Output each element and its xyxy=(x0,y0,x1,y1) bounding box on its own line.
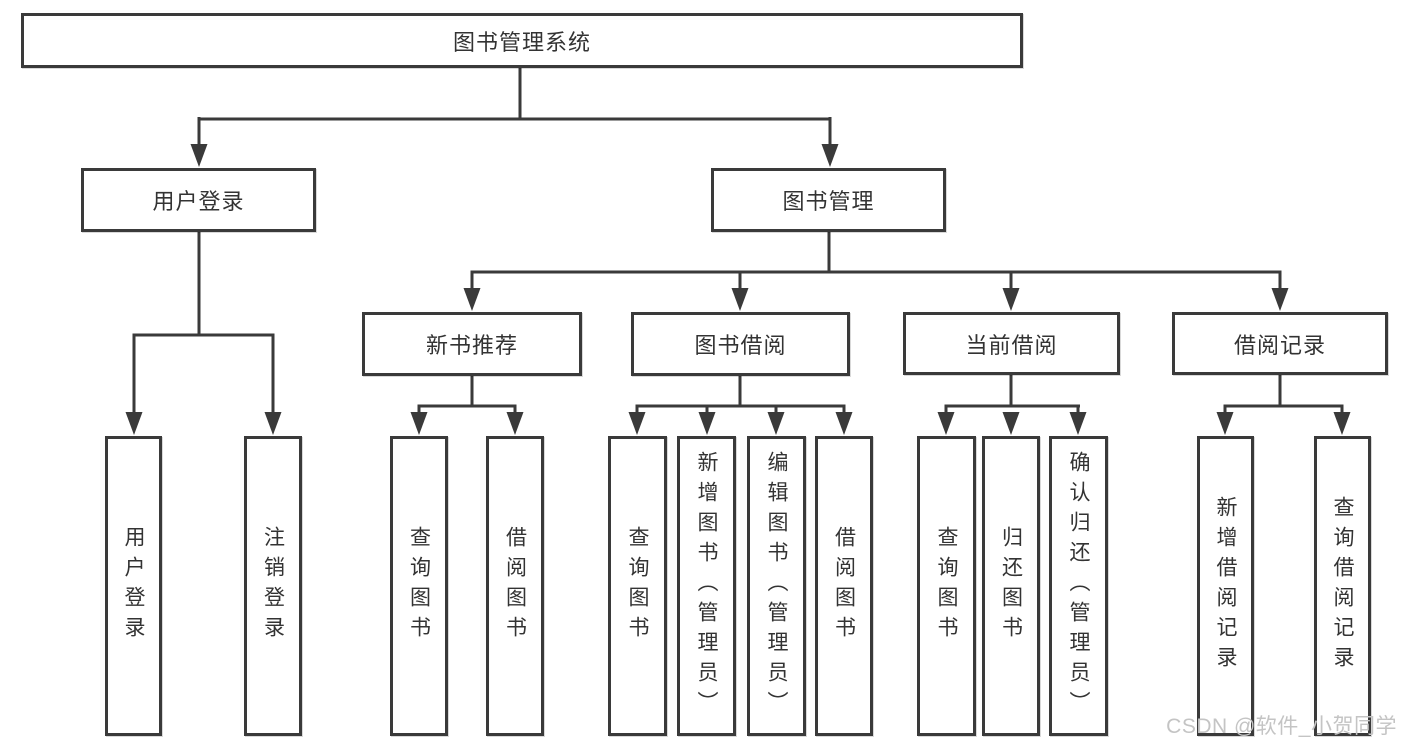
node-label: 图书借阅 xyxy=(694,333,787,358)
leaf-query-books-current: 查询图书 xyxy=(917,436,976,736)
csdn-watermark: CSDN @软件_小贺同学 xyxy=(1166,715,1397,738)
leaf-edit-book-admin: 编辑图书（管理员） xyxy=(747,436,806,736)
leaf-add-borrow-record: 新增借阅记录 xyxy=(1197,436,1254,736)
node-label: 图书管理系统 xyxy=(452,29,591,55)
leaf-confirm-return-admin: 确认归还（管理员） xyxy=(1049,436,1108,736)
node-label: 借阅记录 xyxy=(1233,332,1326,358)
leaf-borrow-books-borrowing: 借阅图书 xyxy=(815,436,873,736)
node-label: 新书推荐 xyxy=(425,333,518,358)
node-library-management-system: 图书管理系统 xyxy=(21,13,1023,68)
node-borrowing-records: 借阅记录 xyxy=(1172,312,1388,375)
node-current-borrowing: 当前借阅 xyxy=(903,312,1120,375)
leaf-query-books-borrowing: 查询图书 xyxy=(608,436,667,736)
node-user-login: 用户登录 xyxy=(81,168,316,232)
node-label: 用户登录 xyxy=(152,189,245,214)
node-label: 图书管理 xyxy=(782,189,875,214)
leaf-return-books: 归还图书 xyxy=(982,436,1040,736)
leaf-query-borrow-record: 查询借阅记录 xyxy=(1314,436,1371,736)
leaf-add-book-admin: 新增图书（管理员） xyxy=(677,436,736,736)
leaf-logout: 注销登录 xyxy=(244,436,302,736)
node-book-management: 图书管理 xyxy=(711,168,946,232)
leaf-user-login: 用户登录 xyxy=(105,436,162,736)
node-book-borrowing: 图书借阅 xyxy=(631,312,850,376)
leaf-query-books-recommend: 查询图书 xyxy=(390,436,448,736)
node-label: 当前借阅 xyxy=(965,332,1058,358)
leaf-borrow-books-recommend: 借阅图书 xyxy=(486,436,544,736)
node-new-book-recommendation: 新书推荐 xyxy=(362,312,582,376)
